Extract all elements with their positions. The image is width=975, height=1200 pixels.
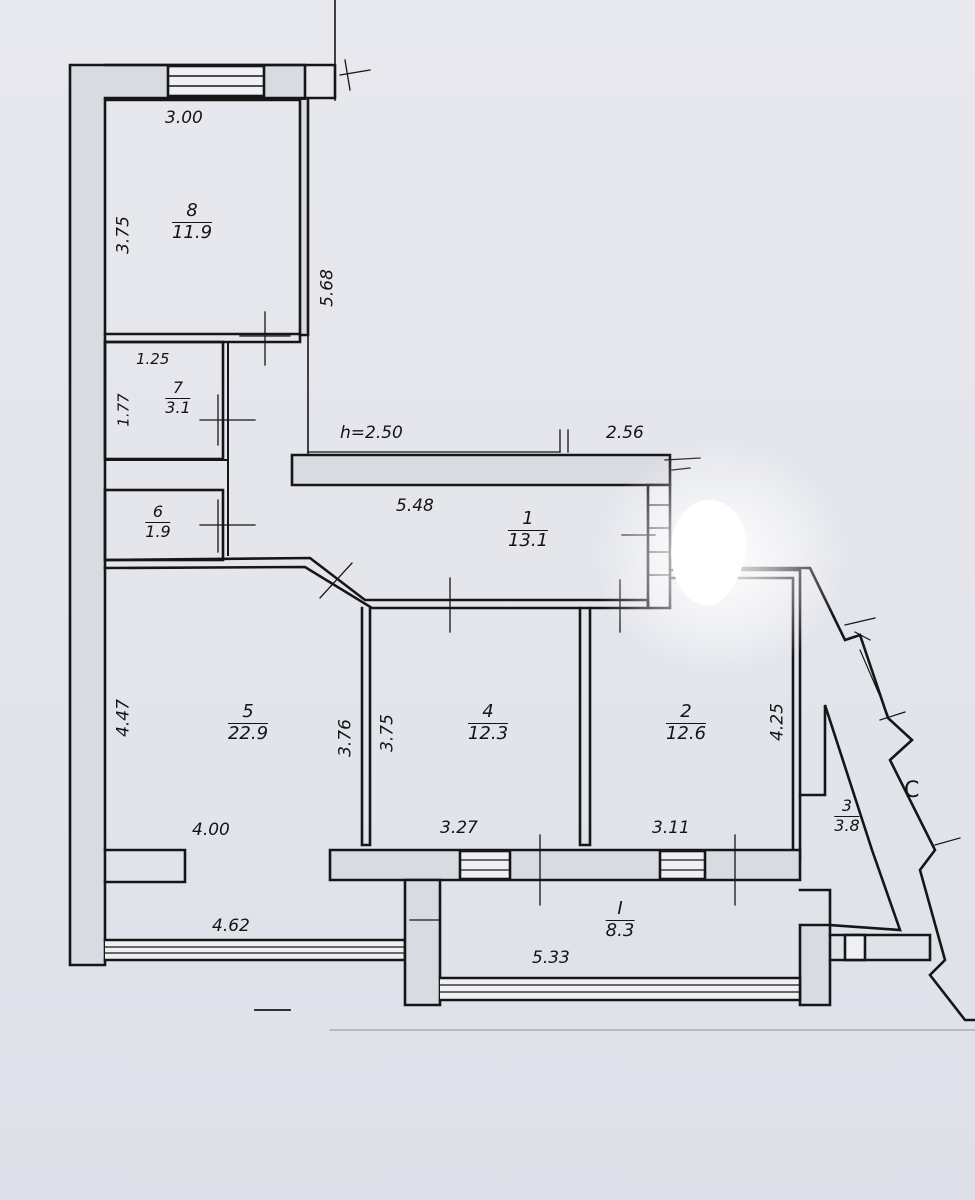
loggia-railing bbox=[438, 976, 802, 1002]
wall-room4-left bbox=[360, 606, 372, 847]
dim-loggia-width: 5.33 bbox=[532, 948, 570, 968]
dim-hall-length: 5.48 bbox=[396, 496, 434, 516]
dim-corridor-length: 5.68 bbox=[317, 269, 338, 307]
dim-room8-width: 3.00 bbox=[165, 108, 203, 128]
wall-bottom bbox=[328, 848, 802, 882]
dim-room8-height: 3.75 bbox=[113, 216, 134, 254]
wall-room3 bbox=[798, 704, 902, 932]
dim-room7-width: 1.25 bbox=[136, 350, 170, 368]
dim-room2-width: 3.11 bbox=[652, 818, 690, 838]
wall-room4-right bbox=[578, 606, 592, 847]
dim-room2-height: 4.25 bbox=[767, 703, 788, 741]
wall-room5-top bbox=[103, 556, 650, 610]
wall-hall-top bbox=[290, 453, 672, 487]
balcony-left-wall bbox=[103, 938, 407, 962]
dim-balcony-left: 4.62 bbox=[212, 916, 250, 936]
loggia-walls bbox=[403, 878, 442, 1007]
dim-room4-height: 3.75 bbox=[377, 714, 398, 752]
wall-room5-bottom bbox=[103, 848, 187, 884]
dim-room5-right: 3.76 bbox=[335, 719, 356, 757]
ceiling-height-note: h=2.50 bbox=[340, 423, 403, 443]
wall-room8-right bbox=[298, 98, 310, 337]
wall-room1-right bbox=[646, 483, 672, 610]
window-top bbox=[166, 64, 266, 98]
mark-c: C bbox=[904, 778, 920, 803]
window-bottom-2 bbox=[658, 849, 707, 881]
dim-hall-right: 2.56 bbox=[606, 423, 644, 443]
dim-room4-width: 3.27 bbox=[440, 818, 478, 838]
dim-room5-height: 4.47 bbox=[113, 699, 134, 737]
window-bottom-1 bbox=[458, 849, 512, 881]
dim-room5-width: 4.00 bbox=[192, 820, 230, 840]
dim-room7-height: 1.77 bbox=[114, 393, 133, 427]
